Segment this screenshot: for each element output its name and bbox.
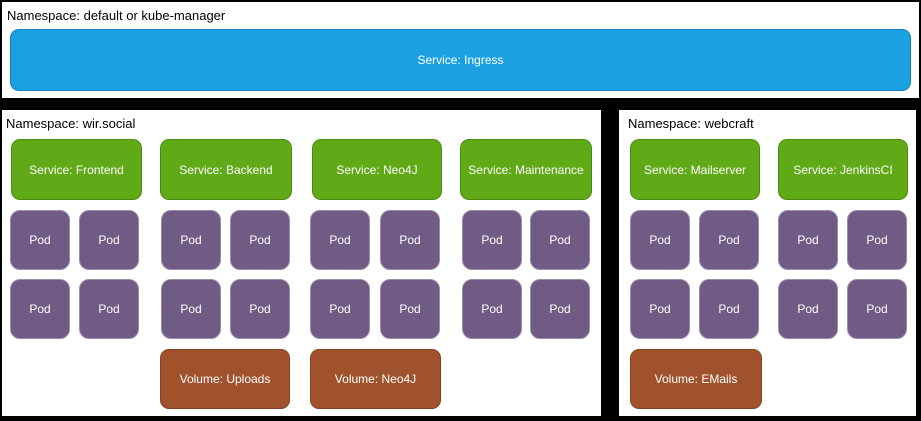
service-ingress-box: Service: Ingress <box>10 29 911 91</box>
pod-box: Pod <box>230 210 290 270</box>
pod-box: Pod <box>530 210 590 270</box>
pod-box: Pod <box>778 210 838 270</box>
pod-box: Pod <box>847 210 907 270</box>
pod-box: Pod <box>79 279 139 339</box>
service-neo4j-box: Service: Neo4J <box>312 139 442 200</box>
pod-box: Pod <box>380 210 440 270</box>
service-backend-box: Service: Backend <box>160 139 292 200</box>
pod-box: Pod <box>10 210 70 270</box>
pod-box: Pod <box>699 279 759 339</box>
pod-box: Pod <box>310 210 370 270</box>
pod-box: Pod <box>79 210 139 270</box>
pod-box: Pod <box>630 279 690 339</box>
namespace-panel-webcraft: Namespace: webcraft Service: Mailserver … <box>619 110 916 416</box>
pod-box: Pod <box>161 210 221 270</box>
namespace-label: Namespace: wir.social <box>6 116 136 131</box>
namespace-panel-wir-social: Namespace: wir.social Service: Frontend … <box>2 110 601 416</box>
pod-box: Pod <box>230 279 290 339</box>
namespace-panel-default-kube-manager: Namespace: default or kube-manager Servi… <box>2 2 919 98</box>
pod-box: Pod <box>699 210 759 270</box>
pod-box: Pod <box>380 279 440 339</box>
pod-box: Pod <box>462 210 522 270</box>
pod-box: Pod <box>530 279 590 339</box>
pod-box: Pod <box>630 210 690 270</box>
pod-box: Pod <box>10 279 70 339</box>
service-mailserver-box: Service: Mailserver <box>630 139 760 200</box>
pod-box: Pod <box>778 279 838 339</box>
volume-emails-box: Volume: EMails <box>630 349 762 409</box>
pod-box: Pod <box>310 279 370 339</box>
service-maintenance-box: Service: Maintenance <box>460 139 592 200</box>
service-frontend-box: Service: Frontend <box>11 139 142 200</box>
pod-box: Pod <box>847 279 907 339</box>
service-jenkinsci-box: Service: JenkinsCI <box>778 139 908 200</box>
volume-uploads-box: Volume: Uploads <box>160 349 290 409</box>
volume-neo4j-box: Volume: Neo4J <box>310 349 441 409</box>
namespace-label: Namespace: webcraft <box>628 116 754 131</box>
namespace-label: Namespace: default or kube-manager <box>7 8 226 23</box>
pod-box: Pod <box>462 279 522 339</box>
pod-box: Pod <box>161 279 221 339</box>
